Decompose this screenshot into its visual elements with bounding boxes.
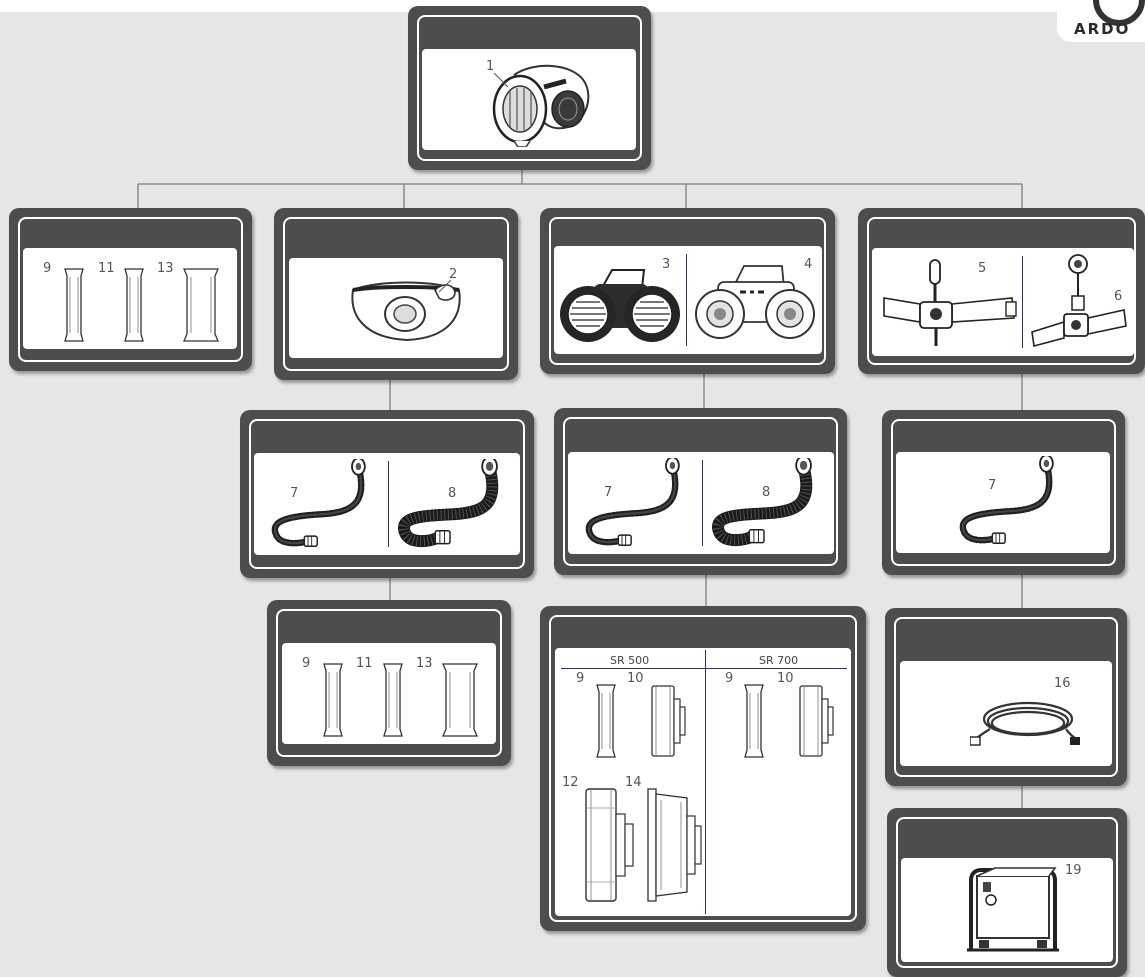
node-panel: 5 6 — [872, 248, 1134, 356]
part-number-8: 8 — [448, 487, 456, 500]
part-number-10: 10 — [627, 672, 644, 685]
filter-icon — [382, 663, 404, 737]
part-number-9: 9 — [725, 672, 733, 685]
breathing-hose-icon — [264, 459, 374, 551]
breathing-hose-icon — [952, 456, 1062, 548]
filter-icon — [651, 684, 687, 758]
mask-adapter-node: 2 — [274, 208, 518, 380]
node-panel: 7 — [896, 452, 1110, 553]
airline-valves-node: 5 6 — [858, 208, 1145, 374]
part-number-11: 11 — [356, 657, 373, 670]
breathing-hose-icon — [708, 458, 820, 550]
part-number-3: 3 — [662, 258, 670, 271]
panel-divider — [686, 254, 687, 346]
compressed-air-hose-node: 16 — [885, 608, 1127, 786]
group-label-sr500: SR 500 — [610, 654, 649, 667]
node-panel: 2 — [289, 258, 503, 358]
part-number-6: 6 — [1114, 290, 1122, 303]
breathing-hose-icon — [578, 458, 688, 550]
filter-icon — [585, 788, 635, 902]
hoses-fan-node: 7 8 — [554, 408, 847, 575]
part-number-11: 11 — [98, 262, 115, 275]
air-filter-unit-node: 19 — [887, 808, 1127, 977]
part-number-8: 8 — [762, 486, 770, 499]
part-number-7: 7 — [290, 487, 298, 500]
filter-icon — [63, 268, 85, 342]
group-label-sr700: SR 700 — [759, 654, 798, 667]
node-panel: 1 — [422, 49, 636, 150]
leader-line — [437, 278, 453, 294]
node-panel: 19 — [901, 858, 1113, 962]
panel-divider — [388, 461, 389, 547]
filter-icon — [123, 268, 145, 342]
filter-icon — [322, 663, 344, 737]
fan-filters-node: SR 500 SR 700 9 10 9 10 12 14 — [540, 606, 866, 931]
part-number-13: 13 — [416, 657, 433, 670]
node-panel: 7 8 — [254, 453, 520, 555]
node-panel: 9 11 13 — [282, 643, 496, 744]
group-rule — [561, 668, 847, 669]
filter-icon — [442, 663, 478, 737]
part-number-9: 9 — [43, 262, 51, 275]
air-hose-icon — [970, 689, 1082, 755]
part-number-14: 14 — [625, 776, 642, 789]
panel-divider — [1022, 256, 1023, 348]
fan-unit-icon — [692, 260, 818, 346]
node-panel: SR 500 SR 700 9 10 9 10 12 14 — [555, 648, 851, 916]
part-number-19: 19 — [1065, 864, 1082, 877]
fan-units-node: 3 4 — [540, 208, 835, 374]
part-number-16: 16 — [1054, 677, 1071, 690]
filters-direct-node: 9 11 13 — [9, 208, 252, 371]
node-panel: 7 8 — [568, 452, 834, 554]
air-filter-unit-icon — [965, 862, 1061, 958]
node-panel: 3 4 — [554, 246, 822, 354]
filter-icon — [647, 788, 703, 902]
group-divider — [705, 650, 706, 914]
fan-unit-icon — [558, 262, 682, 346]
node-panel: 16 — [900, 661, 1112, 766]
air-valve-belt-icon — [880, 256, 1020, 352]
filter-icon — [595, 684, 617, 758]
leader-line — [492, 71, 512, 89]
part-number-13: 13 — [157, 262, 174, 275]
part-number-4: 4 — [804, 258, 812, 271]
filter-icon — [183, 268, 219, 342]
filter-icon — [799, 684, 835, 758]
part-number-12: 12 — [562, 776, 579, 789]
half-mask-node: 1 — [408, 6, 651, 170]
breathing-hose-icon — [394, 459, 506, 551]
filters-adapter-node: 9 11 13 — [267, 600, 511, 766]
part-number-5: 5 — [978, 262, 986, 275]
part-number-9: 9 — [576, 672, 584, 685]
filter-icon — [743, 684, 765, 758]
node-panel: 9 11 13 — [23, 248, 237, 349]
panel-divider — [702, 460, 703, 546]
part-number-9: 9 — [302, 657, 310, 670]
hoses-adapter-node: 7 8 — [240, 410, 534, 578]
part-number-7: 7 — [604, 486, 612, 499]
part-number-10: 10 — [777, 672, 794, 685]
part-number-7: 7 — [988, 479, 996, 492]
hose-airline-node: 7 — [882, 410, 1125, 575]
